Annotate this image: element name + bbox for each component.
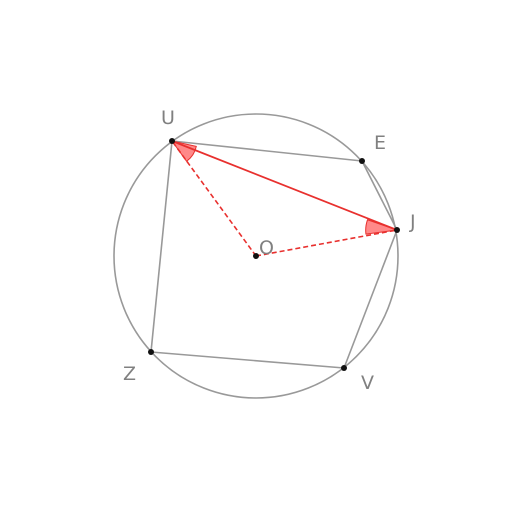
segment-ue [171, 140, 363, 162]
segment-vz [150, 351, 345, 369]
point-o [253, 253, 259, 259]
label-v: V [361, 372, 374, 394]
circle-o [113, 113, 399, 399]
angle-marker-j [365, 219, 398, 235]
segment-ej [361, 160, 398, 231]
label-o: O [259, 237, 274, 259]
segment-uj [171, 140, 398, 231]
point-z [148, 349, 154, 355]
segment-zu [150, 140, 173, 353]
point-e [359, 158, 365, 164]
angle-marker-u [170, 140, 197, 163]
segment-jv [343, 229, 398, 369]
label-e: E [374, 132, 386, 154]
radius-oj [255, 229, 398, 257]
label-j: J [409, 211, 416, 233]
label-z: Z [123, 363, 136, 385]
point-j [394, 227, 400, 233]
point-u [169, 138, 175, 144]
point-v [341, 365, 347, 371]
label-u: U [161, 107, 175, 129]
